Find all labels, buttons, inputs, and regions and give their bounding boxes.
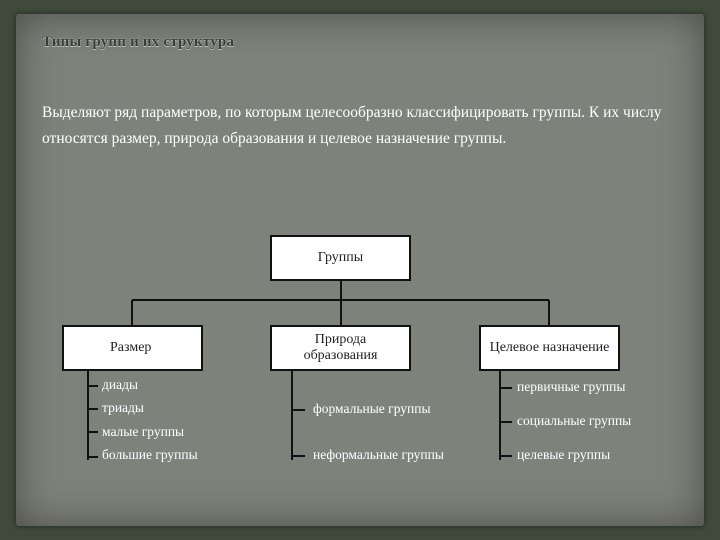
list-item: формальные группы (313, 401, 431, 416)
branch-node-nature-label-line2: образования (303, 348, 378, 363)
slide-title: Типы групп и их структура (42, 34, 235, 50)
intro-text: Выделяют ряд параметров, по которым целе… (42, 104, 662, 147)
list-item: малые группы (102, 424, 185, 439)
branch-node-purpose: Целевое назначение (479, 325, 620, 371)
list-item: неформальные группы (313, 447, 444, 462)
branch-node-size: Размер (62, 325, 203, 371)
branch-node-size-label: Размер (110, 340, 152, 355)
root-node: Группы (270, 235, 411, 281)
list-item: первичные группы (517, 379, 626, 394)
list-item: большие группы (102, 447, 198, 462)
list-item: социальные группы (517, 413, 632, 428)
branch-node-purpose-label: Целевое назначение (489, 340, 610, 355)
list-item: диады (102, 377, 139, 392)
branch-node-nature: Природа образования (270, 325, 411, 371)
list-item: целевые группы (517, 447, 611, 462)
root-node-label: Группы (317, 250, 364, 265)
list-item: триады (102, 400, 144, 415)
branch-node-nature-label-line1: Природа (314, 332, 367, 347)
